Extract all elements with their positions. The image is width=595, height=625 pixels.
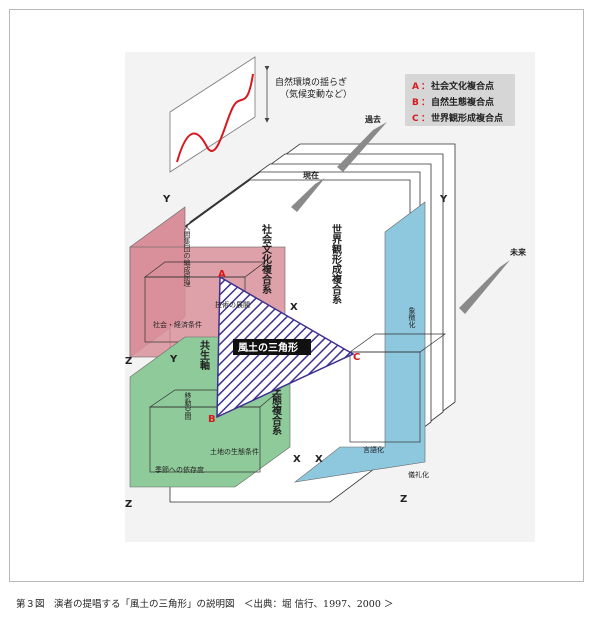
legend-sep-b: ： [421,98,430,108]
legend-box: A ： 社会文化複合点 B ： 自然生態複合点 C ： 世界観形成複合点 [405,74,515,126]
axis-y-mid: Y [169,354,178,365]
triangle-label-bg [233,339,311,355]
label-verbalization: 言語化 [363,445,384,454]
label-season-dependency: 季節への依存度 [155,465,204,474]
time-present: 現在 [303,170,319,180]
label-land-ecology: 土地の生態条件 [210,447,259,456]
axis-x-upper: X [290,302,298,313]
legend-sep-c: ： [421,114,430,124]
coexistence-axis-label: 共生軸 [198,339,210,371]
axis-y-top-right: Y [439,194,448,205]
axis-x-lower-2: X [315,454,323,465]
axis-y-top-left: Y [162,194,171,205]
diagram-svg: 自然環境の揺らぎ （気候変動など） A ： 社会文化複合点 B ： 自然生態複合… [125,56,527,510]
figure-caption: 第３図 演者の提唱する「風土の三角形」の説明図 ＜出典：堀 信行、1997、20… [16,599,394,610]
label-symbolization: 象徴化 [408,306,416,329]
world-view-block [293,201,447,483]
label-group-principle: 人間集団の編成原理 [183,224,191,287]
axis-z-bottom-left: Z [125,499,132,510]
fluctuation-wave-box [169,56,270,173]
point-a: A [218,269,226,280]
fudo-triangle-diagram: 自然環境の揺らぎ （気候変動など） A ： 社会文化複合点 B ： 自然生態複合… [125,52,535,542]
legend-key-a: A [412,82,419,92]
figure-frame: 自然環境の揺らぎ （気候変動など） A ： 社会文化複合点 B ： 自然生態複合… [9,9,584,582]
legend-text-b: 自然生態複合点 [431,96,494,108]
wave-note-line2: （気候変動など） [280,88,352,100]
legend-text-a: 社会文化複合点 [430,80,494,92]
legend-sep-a: ： [421,82,430,92]
point-c: C [353,352,360,363]
time-past: 過去 [364,114,381,124]
legend-key-b: B [412,98,419,108]
axis-z-mid: Z [125,356,132,367]
label-movement-space: 移動空間 [184,391,192,421]
time-arrows [291,122,510,314]
triangle-label: 風土の三角形 [238,341,298,354]
legend-key-c: C [412,114,419,124]
axis-z-bottom-right: Z [400,494,407,505]
label-ritualization: 儀礼化 [408,470,429,479]
time-future: 未来 [509,247,527,257]
system-world: 世界観形成複合系 [330,223,343,305]
label-tech: 技術の展開 [215,300,250,309]
axis-x-lower-1: X [293,454,301,465]
label-econ: 社会・経済条件 [153,320,202,329]
system-social: 社会文化複合系 [260,223,273,295]
wave-note-line1: 自然環境の揺らぎ [275,76,347,88]
point-b: B [208,414,216,425]
legend-text-c: 世界観形成複合点 [431,112,503,124]
